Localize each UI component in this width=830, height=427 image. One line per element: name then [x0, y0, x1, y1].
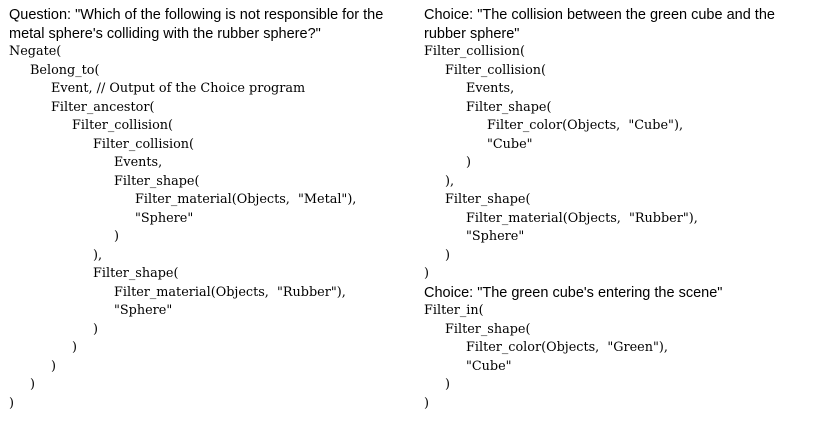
code-line: Events, [466, 81, 515, 96]
code-line: Filter_material(Objects, "Metal"), [135, 192, 357, 207]
code-line: Filter_collision( [445, 62, 547, 78]
code-line: "Cube" [487, 136, 533, 152]
code-line: Filter_material(Objects, "Rubber"), [466, 210, 698, 226]
code-line: ) [466, 155, 471, 170]
question-text: Question: "Which of the following is not… [9, 6, 414, 43]
choice-2-text: Choice: "The green cube's entering the s… [424, 284, 824, 303]
code-line: "Sphere" [114, 303, 173, 318]
choice-line: rubber sphere" [424, 25, 520, 42]
choice-1-program: Filter_collision( Filter_collision( Events… [424, 43, 824, 284]
code-line: Filter_color(Objects, "Green"), [466, 340, 668, 355]
code-line: ) [9, 395, 14, 411]
question-line: metal sphere's colliding with the rubber… [9, 25, 321, 42]
code-line: Filter_shape( [466, 99, 552, 115]
code-line: ) [424, 266, 429, 281]
code-line: Filter_shape( [445, 321, 531, 337]
choice-2-program: Filter_in( Filter_shape( Filter_color(Obje… [424, 302, 824, 413]
code-line: ) [445, 377, 450, 392]
code-line: ) [445, 247, 450, 263]
code-line: Filter_material(Objects, "Rubber"), [114, 284, 346, 300]
choices-panel: Choice: "The collision between the green… [424, 6, 824, 413]
choice-line: Choice: "The green cube's entering the s… [424, 284, 723, 301]
code-line: ) [30, 377, 35, 392]
code-line: Filter_collision( [424, 44, 526, 59]
code-line: Filter_ancestor( [51, 99, 155, 115]
code-line: ), [93, 247, 103, 263]
code-line: Filter_shape( [114, 173, 200, 189]
code-line: Events, [114, 155, 163, 170]
code-line: Belong_to( [30, 62, 100, 78]
code-line: "Sphere" [135, 210, 194, 226]
question-line: Question: "Which of the following is not… [9, 7, 384, 23]
code-line: "Cube" [466, 358, 512, 374]
code-line: Filter_shape( [93, 266, 179, 281]
choice-1-text: Choice: "The collision between the green… [424, 6, 824, 43]
code-line: Event, // Output of the Choice program [51, 81, 306, 96]
code-line: Filter_in( [424, 303, 484, 318]
code-line: ) [114, 229, 119, 244]
code-line: "Sphere" [466, 229, 525, 244]
code-line: ) [51, 358, 56, 374]
choice-line: Choice: "The collision between the green… [424, 7, 775, 23]
code-line: ) [424, 395, 429, 411]
code-line: ) [72, 340, 77, 355]
code-line: ) [93, 321, 98, 337]
code-line: Filter_shape( [445, 192, 531, 207]
code-line: Filter_collision( [72, 118, 174, 133]
code-line: Filter_color(Objects, "Cube"), [487, 118, 684, 133]
code-line: Negate( [9, 44, 62, 59]
code-line: Filter_collision( [93, 136, 195, 152]
question-panel: Question: "Which of the following is not… [9, 6, 414, 413]
question-program: Negate( Belong_to( Event, // Output of the… [9, 43, 414, 413]
code-line: ), [445, 173, 455, 189]
